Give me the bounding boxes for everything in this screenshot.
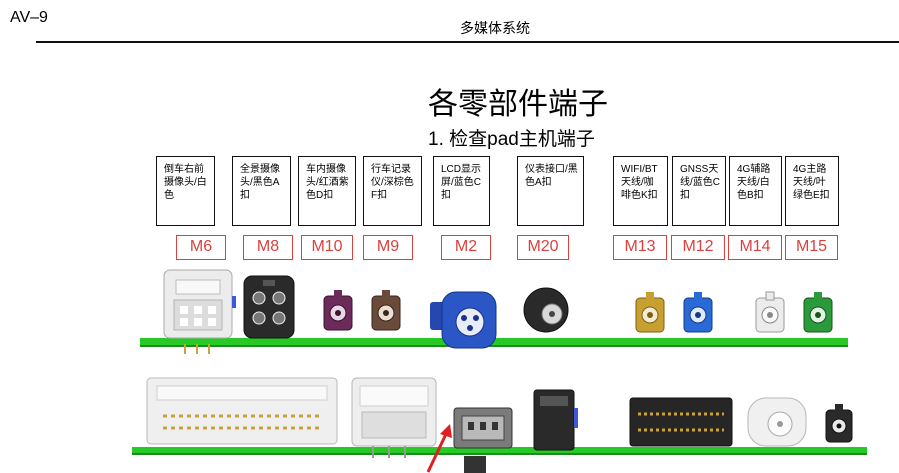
connector-m9-image	[371, 290, 401, 331]
header-rule	[36, 41, 899, 43]
connector-black-upright-image	[533, 389, 578, 451]
desc-box-m9: 行车记录仪/深棕色F扣	[363, 156, 422, 226]
connector-white-round-image	[747, 397, 807, 447]
desc-box-m15: 4G主路天线/叶绿色E扣	[785, 156, 839, 226]
label-m8: M8	[243, 235, 293, 260]
connector-black-board-image	[629, 397, 733, 447]
connector-m15-image	[803, 292, 833, 333]
connector-m14-image	[755, 291, 785, 333]
connector-m2-image	[430, 291, 497, 349]
label-m12: M12	[671, 235, 725, 260]
desc-box-m13: WIFI/BT天线/咖啡色K扣	[613, 156, 668, 226]
desc-box-m20: 仪表接口/黑色A扣	[517, 156, 584, 226]
pcb-board-top	[140, 338, 848, 347]
connector-black-antenna-image	[825, 404, 853, 443]
label-m9: M9	[363, 235, 413, 260]
label-m10: M10	[301, 235, 353, 260]
page-code: AV–9	[10, 9, 48, 26]
label-m2: M2	[441, 235, 491, 260]
label-m15: M15	[785, 235, 838, 260]
label-m14: M14	[728, 235, 782, 260]
sub-heading: 1. 检查pad主机端子	[428, 129, 595, 150]
connector-m12-image	[683, 292, 713, 333]
system-title: 多媒体系统	[460, 20, 530, 36]
connector-large-white-image	[146, 377, 338, 445]
connector-white-block-image	[351, 377, 437, 458]
main-heading: 各零部件端子	[428, 88, 608, 121]
desc-box-m2: LCD显示屏/蓝色C扣	[433, 156, 490, 226]
connector-m6-image	[163, 269, 236, 354]
desc-box-m12: GNSS天线/蓝色C扣	[672, 156, 726, 226]
label-m6: M6	[176, 235, 226, 260]
label-m13: M13	[613, 235, 667, 260]
connector-m13-image	[635, 292, 665, 333]
connector-m20-image	[523, 287, 569, 333]
connector-m10-image	[323, 290, 353, 331]
connector-grey-small-image	[453, 407, 513, 473]
desc-box-m10: 车内摄像头/红酒紫色D扣	[298, 156, 356, 226]
connector-m8-image	[243, 275, 295, 339]
pcb-board-bottom	[132, 447, 867, 455]
desc-box-m6: 倒车右前摄像头/白色	[156, 156, 215, 226]
desc-box-m8: 全景摄像头/黑色A扣	[232, 156, 291, 226]
desc-box-m14: 4G辅路天线/白色B扣	[729, 156, 782, 226]
pointer-arrow-icon	[426, 424, 452, 473]
label-m20: M20	[517, 235, 569, 260]
